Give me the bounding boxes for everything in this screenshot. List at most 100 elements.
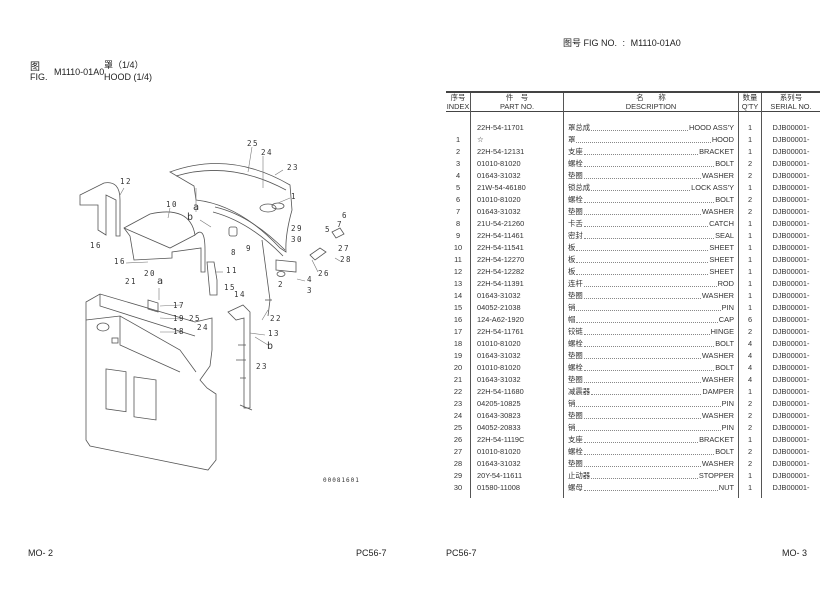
dot-leader (576, 310, 721, 311)
row-part-no: 01643-31032 (470, 290, 564, 302)
dot-leader (583, 214, 701, 215)
fig-label-en: FIG. (30, 72, 48, 82)
row-description-en: NUT (718, 483, 734, 492)
callout-30: 30 (291, 235, 304, 244)
callout-7: 7 (337, 220, 344, 229)
row-description-en: WASHER (701, 207, 734, 216)
row-description-zh: 螺栓 (568, 447, 583, 456)
row-description: 垫圈 WASHER (563, 350, 739, 362)
callout-23: 23 (287, 163, 300, 172)
row-serial: DJB00001- (772, 351, 810, 360)
header-index-en: INDEX (446, 102, 470, 111)
row-qty: 1 (738, 470, 762, 482)
callout-5: 5 (325, 225, 332, 234)
row-qty: 4 (738, 374, 762, 386)
row-qty: 1 (738, 290, 762, 302)
row-qty: 1 (738, 230, 762, 242)
row-description-en: WASHER (701, 375, 734, 384)
row-description-en: WASHER (701, 351, 734, 360)
row-description-en: BRACKET (699, 147, 734, 156)
row-qty: 1 (738, 482, 762, 494)
dot-leader (591, 394, 702, 395)
dot-leader (583, 286, 717, 287)
row-description-zh: 垫圈 (568, 351, 583, 360)
row-serial: DJB00001- (772, 219, 810, 228)
row-description-zh: 支座 (568, 435, 583, 444)
diagram-code: 00081601 (323, 477, 360, 484)
dot-leader (583, 178, 701, 179)
callout-12: 12 (120, 177, 133, 186)
callout-2: 2 (278, 280, 285, 289)
callout-14: 14 (234, 290, 247, 299)
row-qty: 2 (738, 170, 762, 182)
callout-29: 29 (291, 224, 304, 233)
row-part-no: 22H-54-11701 (470, 122, 564, 134)
row-qty: 1 (738, 302, 762, 314)
row-description-zh: 帽 (568, 315, 576, 324)
dot-leader (583, 454, 715, 455)
row-part-no: 01643-31032 (470, 458, 564, 470)
row-part-no: 01010-81020 (470, 158, 564, 170)
row-qty: 2 (738, 410, 762, 422)
row-description-en: SEAL (715, 231, 734, 240)
dot-leader (583, 358, 701, 359)
row-description-en: HOOD ASS'Y (689, 123, 734, 132)
dot-leader (576, 430, 721, 431)
header-description-en: DESCRIPTION (625, 102, 677, 111)
row-description-en: BRACKET (699, 435, 734, 444)
row-part-no: 01010-81020 (470, 338, 564, 350)
callout-25: 25 (247, 139, 260, 148)
row-serial: DJB00001- (772, 303, 810, 312)
row-serial: DJB00001- (772, 411, 810, 420)
row-description-zh: 销 (568, 303, 576, 312)
callout-24: 24 (197, 323, 210, 332)
dot-leader (583, 370, 715, 371)
row-part-no: 22H-54-12282 (470, 266, 564, 278)
right-page-number: MO- 3 (782, 548, 808, 558)
header-part-no-en: PART NO. (499, 102, 535, 111)
row-index: 30 (446, 482, 471, 494)
row-description-en: BOLT (715, 195, 734, 204)
row-description-zh: 垫圈 (568, 459, 583, 468)
row-serial: DJB00001- (772, 471, 810, 480)
row-serial: DJB00001- (772, 483, 810, 492)
callout-20: 20 (144, 269, 157, 278)
row-qty: 1 (738, 278, 762, 290)
row-qty: 1 (738, 134, 762, 146)
fig-no-zh: 图号 (563, 38, 582, 48)
row-description-en: SHEET (709, 255, 734, 264)
row-description-en: ROD (717, 279, 734, 288)
callout-10: 10 (166, 200, 179, 209)
row-index: 8 (446, 218, 471, 230)
row-index: 20 (446, 362, 471, 374)
row-serial: DJB00001- (772, 231, 810, 240)
fig-no-separator: : (622, 38, 626, 48)
bracket-part (275, 259, 297, 273)
row-description-en: HOOD (711, 135, 734, 144)
row-qty: 1 (738, 242, 762, 254)
dot-leader (576, 250, 709, 251)
fig-label-zh: 图 (30, 62, 40, 73)
header-index-zh: 序号 (450, 93, 466, 102)
